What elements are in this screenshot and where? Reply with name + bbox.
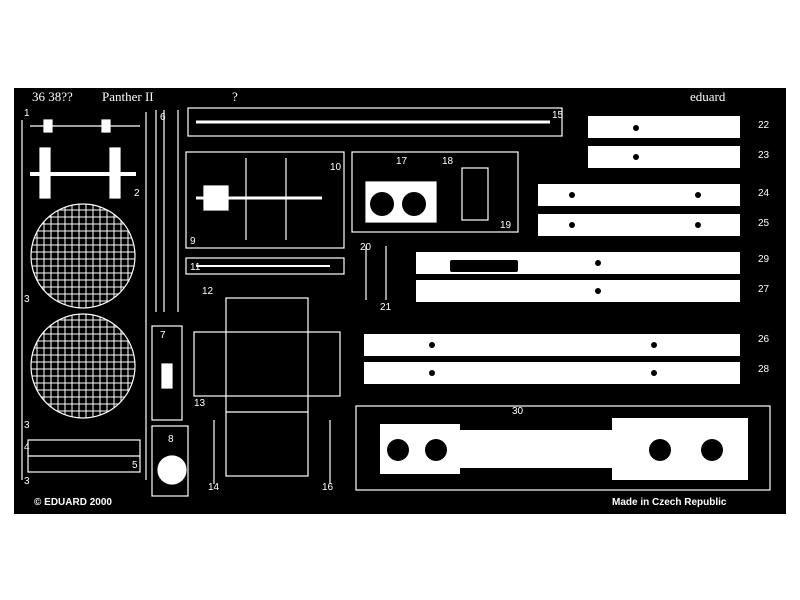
part-label-25: 25 (758, 218, 770, 229)
part-label-8: 8 (168, 434, 174, 445)
grille-mesh-1 (31, 204, 135, 308)
part-label-22: 22 (758, 120, 770, 131)
made-in-text: Made in Czech Republic (612, 497, 727, 508)
part-label-21: 21 (380, 302, 392, 313)
part-label-26: 26 (758, 334, 770, 345)
part-label-24: 24 (758, 188, 770, 199)
header-subtitle: ? (232, 89, 238, 104)
part-label-6: 6 (160, 112, 166, 123)
part-label-12: 12 (202, 286, 214, 297)
part-label-2: 2 (134, 188, 140, 199)
part-label-20: 20 (360, 242, 372, 253)
left-column (21, 112, 147, 480)
part-label-30: 30 (512, 406, 524, 417)
part-label-15: 15 (552, 110, 564, 121)
brand-logo-text: eduard (690, 89, 726, 104)
part-label-3c: 3 (24, 476, 30, 487)
part-label-3a: 3 (24, 294, 30, 305)
part-label-7: 7 (160, 330, 166, 341)
part-label-29: 29 (758, 254, 770, 265)
header-title: Panther II (102, 89, 154, 104)
part-label-10: 10 (330, 162, 342, 173)
grille-disc-2 (30, 313, 136, 419)
center-parts (151, 107, 771, 497)
part-label-3b: 3 (24, 420, 30, 431)
part-label-27: 27 (758, 284, 770, 295)
part-label-17: 17 (396, 156, 408, 167)
part-label-4: 4 (24, 442, 30, 453)
part-label-9: 9 (190, 236, 196, 247)
part-label-11: 11 (190, 262, 201, 273)
grille-mesh-2 (31, 314, 135, 418)
part-label-23: 23 (758, 150, 770, 161)
part-label-13: 13 (194, 398, 206, 409)
part-label-28: 28 (758, 364, 770, 375)
part-label-5: 5 (132, 460, 138, 471)
copyright-text: © EDUARD 2000 (34, 497, 112, 508)
part-label-16: 16 (322, 482, 334, 493)
part-label-18: 18 (442, 156, 454, 167)
grille-disc-1 (30, 203, 136, 309)
part-label-14: 14 (208, 482, 220, 493)
part-label-1: 1 (24, 108, 30, 119)
part-label-19: 19 (500, 220, 512, 231)
plate-holes (370, 125, 723, 461)
header-code: 36 38?? (32, 89, 73, 104)
